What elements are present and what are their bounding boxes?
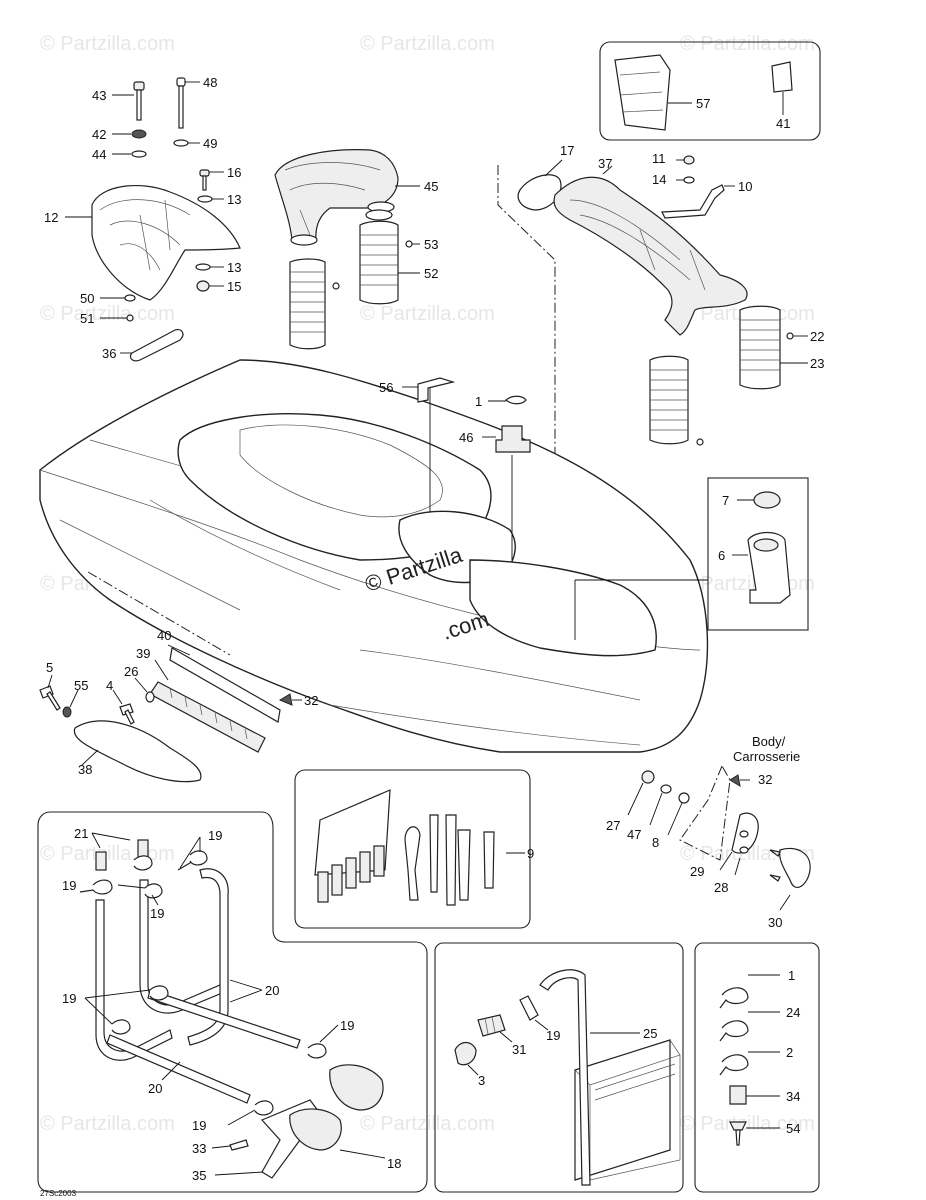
callout-28: 28 xyxy=(714,880,728,895)
callout-32: 32 xyxy=(758,772,772,787)
callout-53: 53 xyxy=(424,237,438,252)
callout-51: 51 xyxy=(80,311,94,326)
callout-41: 41 xyxy=(776,116,790,131)
callout-46: 46 xyxy=(459,430,473,445)
bracket-box xyxy=(599,41,821,141)
callout-5: 5 xyxy=(46,660,53,675)
callout-31: 31 xyxy=(512,1042,526,1057)
callout-34: 34 xyxy=(786,1089,800,1104)
callout-49: 49 xyxy=(203,136,217,151)
callout-3: 3 xyxy=(478,1073,485,1088)
body-label-line2: Carrosserie xyxy=(733,749,800,764)
callout-37: 37 xyxy=(598,156,612,171)
intake-duct-37 xyxy=(497,155,808,610)
callout-16: 16 xyxy=(227,165,241,180)
watermark: © Partzilla.com xyxy=(360,33,495,55)
tool-kit-box xyxy=(294,769,531,929)
watermark: © Partzilla.com xyxy=(360,303,495,325)
handle-assembly xyxy=(65,77,241,362)
callout-20: 20 xyxy=(265,983,279,998)
callout-25: 25 xyxy=(643,1026,657,1041)
callout-19: 19 xyxy=(192,1118,206,1133)
callout-12: 12 xyxy=(44,210,58,225)
callout-40: 40 xyxy=(157,628,171,643)
callout-35: 35 xyxy=(192,1168,206,1183)
callout-17: 17 xyxy=(560,143,574,158)
air-intake-45 xyxy=(274,149,420,350)
callout-54: 54 xyxy=(786,1121,800,1136)
callout-2: 2 xyxy=(786,1045,793,1060)
hose-box xyxy=(37,811,428,1193)
callout-44: 44 xyxy=(92,147,106,162)
callout-15: 15 xyxy=(227,279,241,294)
drawing-code: 27Sc2003 xyxy=(40,1189,77,1198)
callout-50: 50 xyxy=(80,291,94,306)
callout-22: 22 xyxy=(810,329,824,344)
callout-30: 30 xyxy=(768,915,782,930)
callout-10: 10 xyxy=(738,179,752,194)
callout-18: 18 xyxy=(387,1156,401,1171)
callout-19: 19 xyxy=(546,1028,560,1043)
callout-45: 45 xyxy=(424,179,438,194)
hull-top-fittings xyxy=(402,377,531,453)
callout-42: 42 xyxy=(92,127,106,142)
callout-36: 36 xyxy=(102,346,116,361)
callout-39: 39 xyxy=(136,646,150,661)
body-fastener-group: Body/ Carrosserie xyxy=(627,734,811,911)
callout-47: 47 xyxy=(627,827,641,842)
body-label-line1: Body/ xyxy=(752,734,786,749)
callout-19: 19 xyxy=(208,828,222,843)
callout-27: 27 xyxy=(606,818,620,833)
callout-55: 55 xyxy=(74,678,88,693)
callout-11: 11 xyxy=(652,151,666,166)
callout-38: 38 xyxy=(78,762,92,777)
callout-6: 6 xyxy=(718,548,725,563)
watermark: © Partzilla.com xyxy=(680,33,815,55)
callout-13: 13 xyxy=(227,260,241,275)
callout-8: 8 xyxy=(652,835,659,850)
callout-48: 48 xyxy=(203,75,217,90)
callout-1: 1 xyxy=(788,968,795,983)
battery-box xyxy=(434,942,684,1193)
callout-29: 29 xyxy=(690,864,704,879)
callout-7: 7 xyxy=(722,493,729,508)
watermark: © Partzilla.com xyxy=(680,1113,815,1135)
watermark: © Partzilla.com xyxy=(40,303,175,325)
callout-14: 14 xyxy=(652,172,666,187)
watermark: © Partzilla.com xyxy=(40,33,175,55)
callout-52: 52 xyxy=(424,266,438,281)
callout-43: 43 xyxy=(92,88,106,103)
watermark: © Partzilla.com xyxy=(40,843,175,865)
callout-32: 32 xyxy=(304,693,318,708)
callout-57: 57 xyxy=(696,96,710,111)
callout-19: 19 xyxy=(62,878,76,893)
callout-13: 13 xyxy=(227,192,241,207)
callout-19: 19 xyxy=(62,991,76,1006)
callout-20: 20 xyxy=(148,1081,162,1096)
callout-labels: 43 42 44 48 49 16 13 12 13 15 50 51 36 4… xyxy=(40,75,824,1198)
callout-21: 21 xyxy=(74,826,88,841)
callout-24: 24 xyxy=(786,1005,800,1020)
rail-assembly xyxy=(39,644,302,783)
callout-23: 23 xyxy=(810,356,824,371)
callout-4: 4 xyxy=(106,678,113,693)
callout-9: 9 xyxy=(527,846,534,861)
callout-19: 19 xyxy=(340,1018,354,1033)
watermark: © Partzilla.com xyxy=(40,1113,175,1135)
hull-body: © Partzilla .com xyxy=(39,359,709,753)
callout-1: 1 xyxy=(475,394,482,409)
callout-19: 19 xyxy=(150,906,164,921)
fastener-legend-box xyxy=(694,942,820,1193)
callout-26: 26 xyxy=(124,664,138,679)
cup-box xyxy=(707,477,809,631)
callout-56: 56 xyxy=(379,380,393,395)
callout-33: 33 xyxy=(192,1141,206,1156)
